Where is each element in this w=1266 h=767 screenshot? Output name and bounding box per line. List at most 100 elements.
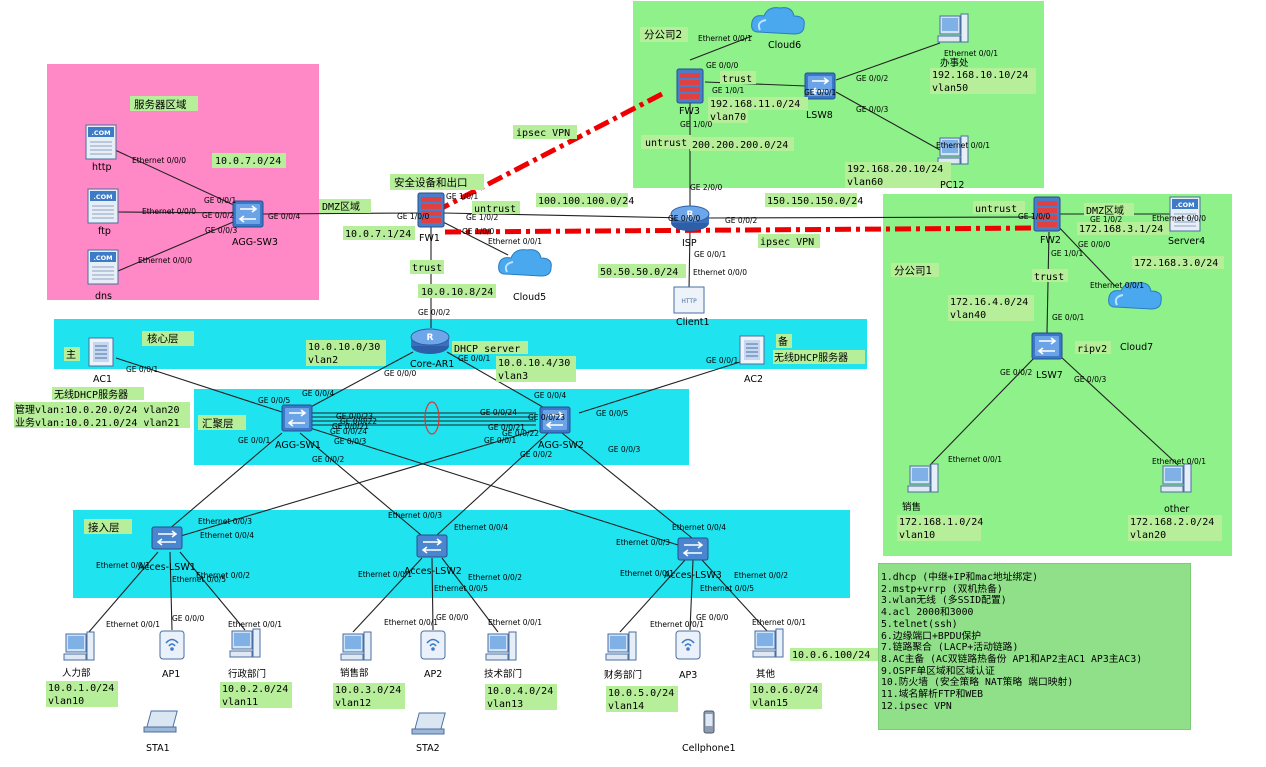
port-label: GE 0/0/2 [725,216,758,225]
port-label: GE 0/0/0 [668,214,701,223]
net-label: vlan20 [1130,530,1166,541]
ac-backup-label: 备 [778,335,788,348]
untrust-label: untrust [474,204,516,215]
note-item: 11.域名解析FTP和WEB [881,689,984,701]
port-label: GE 0/0/4 [268,212,301,221]
http-server-icon[interactable] [85,124,117,160]
port-label: Ethernet 0/0/1 [752,618,806,627]
sales2-name: 销售部 [340,667,369,679]
agg-sw2-name: AGG-SW2 [538,440,584,451]
ac2-dhcp-label: 无线DHCP服务器 [774,351,848,364]
port-label: Ethernet 0/0/4 [200,531,254,540]
ap1-name: AP1 [162,669,180,680]
agg-sw1-icon[interactable] [281,404,313,432]
office-pc-icon[interactable] [937,13,969,43]
port-label: Ethernet 0/0/1 [1090,281,1144,290]
port-label: GE 0/0/22 [502,429,539,438]
port-label: GE 0/0/1 [694,250,727,259]
acces-lsw1-name: Acces-LSW1 [138,562,196,573]
trust-label: trust [412,263,442,274]
port-label: Ethernet 0/0/2 [734,571,788,580]
port-label: Ethernet 0/0/3 [198,517,252,526]
server-area-title: 服务器区域 [134,98,187,111]
sta2-name: STA2 [416,743,440,754]
branch1-title: 分公司1 [894,265,932,277]
net-label: 10.0.7.1/24 [345,229,411,240]
others-pc-icon[interactable] [752,628,784,658]
ac2-icon[interactable] [739,335,765,365]
fw1-icon[interactable] [417,192,445,228]
port-label: GE 0/0/1 [458,354,491,363]
net-label: 150.150.150.0/24 [767,196,863,207]
hr-pc-icon[interactable] [63,631,95,661]
agg-band [194,389,689,465]
others-name: 其他 [756,668,776,680]
ac1-icon[interactable] [88,337,114,367]
ap2-icon[interactable] [420,630,446,660]
agg-sw3-icon[interactable] [232,200,264,228]
port-label: Ethernet 0/0/5 [700,584,754,593]
fw2-name: FW2 [1040,235,1061,246]
sta1-name: STA1 [146,743,170,754]
net-label: 172.168.1.0/24 [899,517,983,528]
port-label: GE 0/0/2 [520,450,553,459]
port-label: GE 0/0/3 [334,437,367,446]
eth-trunk-marker [424,401,440,435]
cloud5-name: Cloud5 [513,292,546,303]
net-label: vlan40 [950,310,986,321]
ap1-icon[interactable] [159,630,185,660]
mgmt-vlan-label: 管理vlan:10.0.20.0/24 vlan20 [15,403,180,416]
net-label: 10.0.6.100/24 [792,650,870,661]
cellphone1-name: Cellphone1 [682,743,736,754]
note-item: 6.边缘端口+BPDU保护 [881,630,982,642]
ac-main-label: 主 [66,349,76,361]
client1-icon[interactable] [673,286,705,314]
port-label: GE 0/0/2 [856,74,889,83]
port-label: Ethernet 0/0/5 [434,584,488,593]
admin-pc-icon[interactable] [229,628,261,658]
sta1-laptop-icon[interactable] [143,710,178,733]
cloud5-icon[interactable] [497,248,553,277]
net-label: 10.0.5.0/24 [608,688,674,699]
port-label: GE 0/0/5 [596,409,629,418]
port-label: Ethernet 0/0/2 [196,571,250,580]
branch2-title: 分公司2 [644,29,682,41]
other-pc-icon[interactable] [1160,463,1192,493]
port-label: GE 0/0/0 [706,61,739,70]
port-label: GE 0/0/1 [484,436,517,445]
port-label: GE 0/0/23 [528,413,565,422]
port-label: Ethernet 0/0/1 [948,455,1002,464]
fw3-icon[interactable] [676,68,704,104]
port-label: Ethernet 0/0/0 [1152,214,1206,223]
acces-lsw2-icon[interactable] [416,534,448,558]
sta2-laptop-icon[interactable] [411,712,446,735]
port-label: Ethernet 0/0/0 [142,207,196,216]
net-label: 10.0.2.0/24 [222,684,288,695]
biz-vlan-label: 业务vlan:10.0.21.0/24 vlan21 [15,416,180,429]
ap3-icon[interactable] [675,630,701,660]
port-label: Ethernet 0/0/1 [106,620,160,629]
acces-lsw1-icon[interactable] [151,526,183,550]
net-label: vlan70 [710,112,746,123]
net-label: vlan11 [222,697,258,708]
cloud6-name: Cloud6 [768,40,801,51]
core-ar1-icon[interactable] [410,328,450,355]
acces-lsw3-icon[interactable] [677,537,709,561]
ac1-name: AC1 [93,374,112,385]
dns-server-icon[interactable] [87,249,119,285]
net-label: 200.200.200.0/24 [692,140,788,151]
dhcp-server-label: DHCP server [454,344,520,355]
port-label: GE 1/0/0 [397,212,430,221]
finance-pc-icon[interactable] [605,631,637,661]
ftp-server-icon[interactable] [87,188,119,224]
dmz-label: DMZ区域 [322,200,360,213]
tech-pc-icon[interactable] [485,631,517,661]
lsw7-icon[interactable] [1031,332,1063,360]
sales1-pc-icon[interactable] [907,463,939,493]
agg-layer-title: 汇聚层 [202,417,234,430]
cellphone1-icon[interactable] [703,710,715,734]
port-label: Ethernet 0/0/1 [944,49,998,58]
sales2-pc-icon[interactable] [340,631,372,661]
port-label: Ethernet 0/0/4 [454,523,508,532]
